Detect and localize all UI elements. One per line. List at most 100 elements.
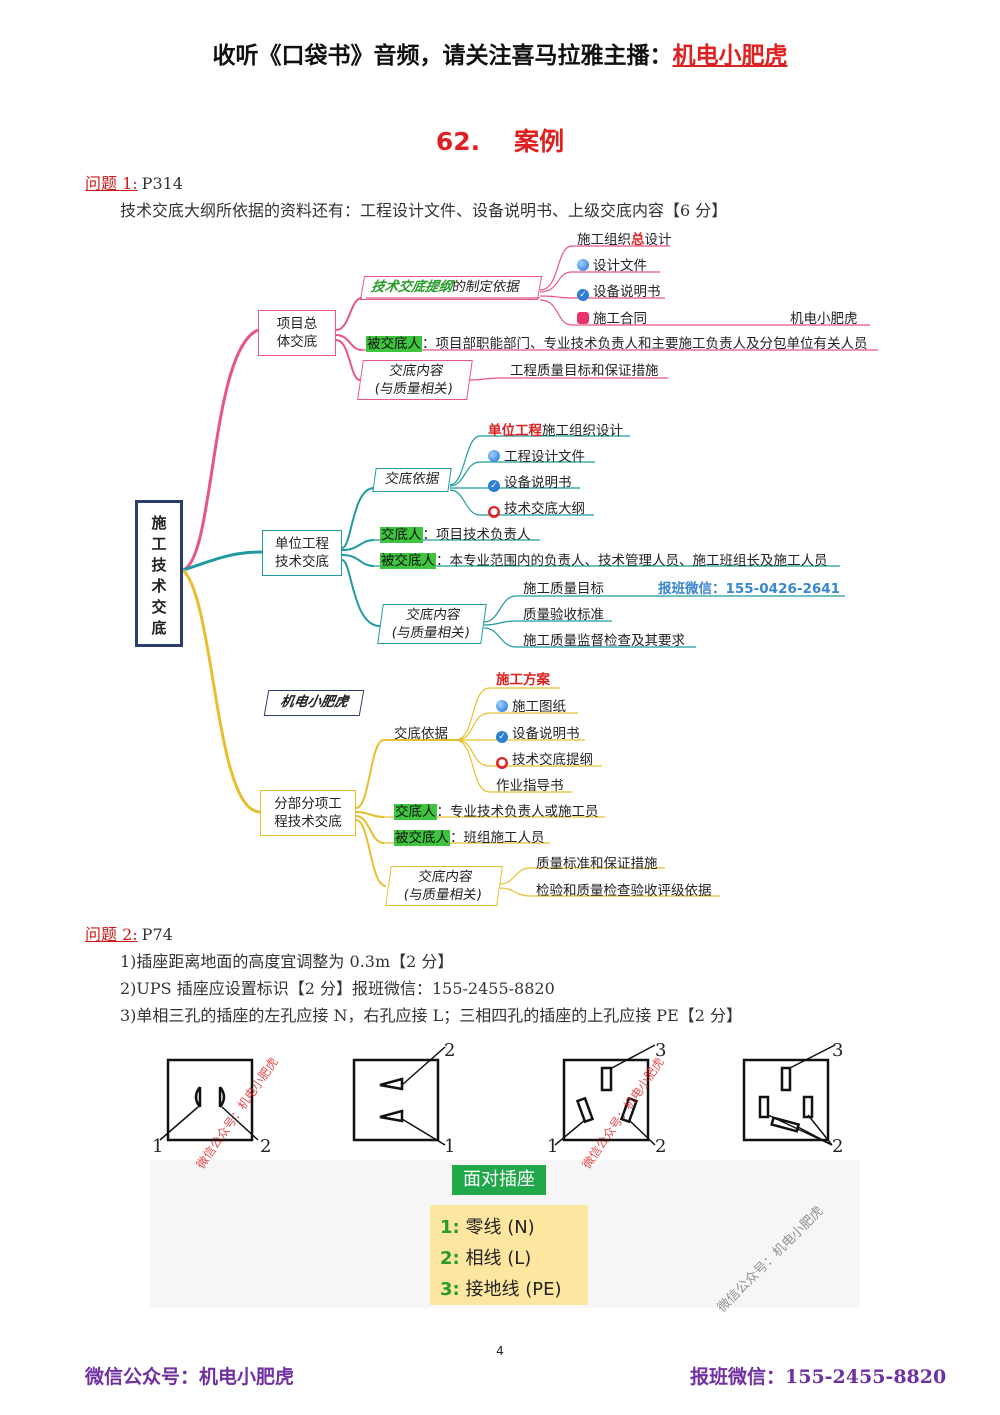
b2-label-line2: 技术交底 [275, 554, 329, 570]
q2-line: 2)UPS 插座应设置标识【2 分】报班微信：155-2455-8820 [120, 979, 555, 998]
b2-item2: 工程设计文件 [504, 449, 585, 465]
b3-basis-label: 交底依据 [394, 726, 448, 742]
b1-item1-a: 施工组织 [577, 232, 631, 248]
b3-label-line2: 程技术交底 [274, 814, 342, 830]
b1-content-item: 工程质量目标和保证措施 [510, 363, 659, 379]
b1-watermark: 机电小肥虎 [790, 311, 858, 327]
b1-basis-item: 施工组织总设计 [577, 228, 672, 248]
root-char: 术 [151, 577, 167, 595]
section-title: 62.案例 [0, 122, 1000, 158]
fig-number: 2 [444, 1040, 456, 1061]
q2-heading: 问题 2:P74 [85, 921, 173, 945]
b3-item4: 技术交底提纲 [512, 752, 593, 768]
q1-ref: P314 [141, 174, 183, 193]
b3-basis-item: 施工图纸 [496, 695, 566, 715]
b1-basis-box: 技术交底提纲的制定依据 [359, 276, 543, 300]
legend-text: 零线 (N) [465, 1217, 535, 1238]
socket-diagrams [159, 1044, 836, 1146]
b3-item2: 施工图纸 [512, 699, 566, 715]
b1-basis-highlight: 技术交底提纲 [369, 279, 454, 295]
b2-item1-b: 施工组织设计 [542, 423, 623, 439]
b2-receiver-text: ：本专业范围内的负责人、技术管理人员、施工班组长及施工人员 [436, 553, 828, 569]
b3-item3: 设备说明书 [512, 726, 580, 742]
legend-number: 2: [440, 1248, 460, 1269]
fig-number: 3 [655, 1040, 667, 1061]
b2-item4: 技术交底大纲 [504, 501, 585, 517]
check-icon: ✓ [496, 731, 508, 743]
header-text: 收听《口袋书》音频，请关注喜马拉雅主播： [212, 43, 673, 69]
q2-label: 问题 2: [85, 925, 138, 944]
b3-basis-item: ✓ 设备说明书 [496, 722, 580, 743]
b3-node: 分部分项工 程技术交底 [260, 790, 356, 836]
b3-giver: 交底人：专业技术负责人或施工员 [394, 800, 599, 820]
b1-label-line1: 项目总 [276, 316, 318, 332]
b1-item1-c: 设计 [644, 232, 672, 248]
header-highlight: 机电小肥虎 [672, 43, 788, 69]
footer-left: 微信公众号：机电小肥虎 [85, 1366, 295, 1388]
b2-item3: 设备说明书 [504, 475, 572, 491]
b3-content-item: 检验和质量检查验收评级依据 [536, 883, 712, 899]
page-number: 4 [496, 1344, 504, 1358]
b3-receiver: 被交底人：班组施工人员 [394, 826, 545, 846]
b1-label-line2: 体交底 [276, 334, 318, 350]
b2-basis-item: 工程设计文件 [488, 445, 585, 465]
b3-giver-label: 交底人 [394, 804, 437, 820]
legend-title: 面对插座 [452, 1165, 546, 1195]
title-number: 62. [435, 127, 481, 156]
b1-item2: 设计文件 [593, 258, 647, 274]
b3-giver-text: ：专业技术负责人或施工员 [436, 804, 599, 820]
b2-giver-text: ：项目技术负责人 [422, 527, 531, 543]
b2-receiver-label: 被交底人 [380, 553, 436, 569]
root-char: 交 [151, 598, 167, 616]
b1-basis-item: ✓ 设备说明书 [577, 280, 661, 301]
fig-number: 2 [655, 1136, 667, 1157]
legend-box [430, 1205, 588, 1305]
page-header: 收听《口袋书》音频，请关注喜马拉雅主播：机电小肥虎 [0, 36, 1000, 70]
b3-tag: 机电小肥虎 [263, 690, 365, 716]
mindmap-connectors [181, 245, 878, 897]
q1-answer: 技术交底大纲所依据的资料还有：工程设计文件、设备说明书、上级交底内容【6 分】 [120, 201, 728, 220]
fig-number: 2 [832, 1136, 844, 1157]
root-char: 技 [151, 556, 167, 574]
fig-number: 2 [260, 1136, 272, 1157]
b2-content-item: 质量验收标准 [523, 607, 604, 623]
b2-receiver: 被交底人：本专业范围内的负责人、技术管理人员、施工班组长及施工人员 [380, 549, 828, 569]
b1-receiver: 被交底人：项目部职能部门、专业技术负责人和主要施工负责人及分包单位有关人员 [366, 332, 868, 352]
b1-receiver-label: 被交底人 [366, 336, 422, 352]
b3-receiver-text: ：班组施工人员 [450, 830, 545, 846]
b2-basis-item: 单位工程施工组织设计 [488, 419, 623, 439]
b1-content-line1: 交底内容 [388, 363, 445, 379]
legend-row: 1: 零线 (N) [440, 1213, 535, 1239]
b1-item4: 施工合同 [593, 311, 647, 327]
fig-number: 1 [444, 1136, 456, 1157]
contract-icon [577, 312, 589, 324]
b2-giver: 交底人：项目技术负责人 [380, 523, 531, 543]
b3-label-line1: 分部分项工 [274, 796, 342, 812]
blue-dot-icon [577, 259, 589, 271]
blue-dot-icon [488, 450, 500, 462]
b2-label-line1: 单位工程 [275, 536, 329, 552]
b2-node: 单位工程 技术交底 [262, 530, 342, 576]
b2-item1-a: 单位工程 [488, 423, 542, 439]
b3-content-item: 质量标准和保证措施 [536, 856, 658, 872]
legend-number: 3: [440, 1279, 460, 1300]
b3-basis-item: ●技术交底提纲 [496, 748, 593, 769]
b1-item3: 设备说明书 [593, 284, 661, 300]
q1-heading: 问题 1:P314 [85, 170, 183, 194]
root-char: 施 [151, 514, 167, 532]
b2-promo: 报班微信：155-0426-2641 [658, 581, 841, 597]
root-char: 底 [151, 619, 167, 637]
q2-line: 1)插座距离地面的高度宜调整为 0.3m【2 分】 [120, 952, 454, 971]
fig-number: 1 [152, 1136, 164, 1157]
b2-basis-item: ●技术交底大纲 [488, 497, 585, 518]
b1-item1-b: 总 [631, 232, 645, 248]
legend-row: 2: 相线 (L) [440, 1244, 531, 1270]
q1-label: 问题 1: [85, 174, 138, 193]
b2-giver-label: 交底人 [380, 527, 423, 543]
q2-line: 3)单相三孔的插座的左孔应接 N，右孔应接 L；三相四孔的插座的上孔应接 PE【… [120, 1006, 743, 1025]
b1-content-line2: (与质量相关) [373, 381, 454, 397]
b2-basis-box: 交底依据 [372, 468, 452, 492]
b1-receiver-text: ：项目部职能部门、专业技术负责人和主要施工负责人及分包单位有关人员 [422, 336, 868, 352]
check-icon: ✓ [577, 289, 589, 301]
fig-number: 3 [832, 1040, 844, 1061]
